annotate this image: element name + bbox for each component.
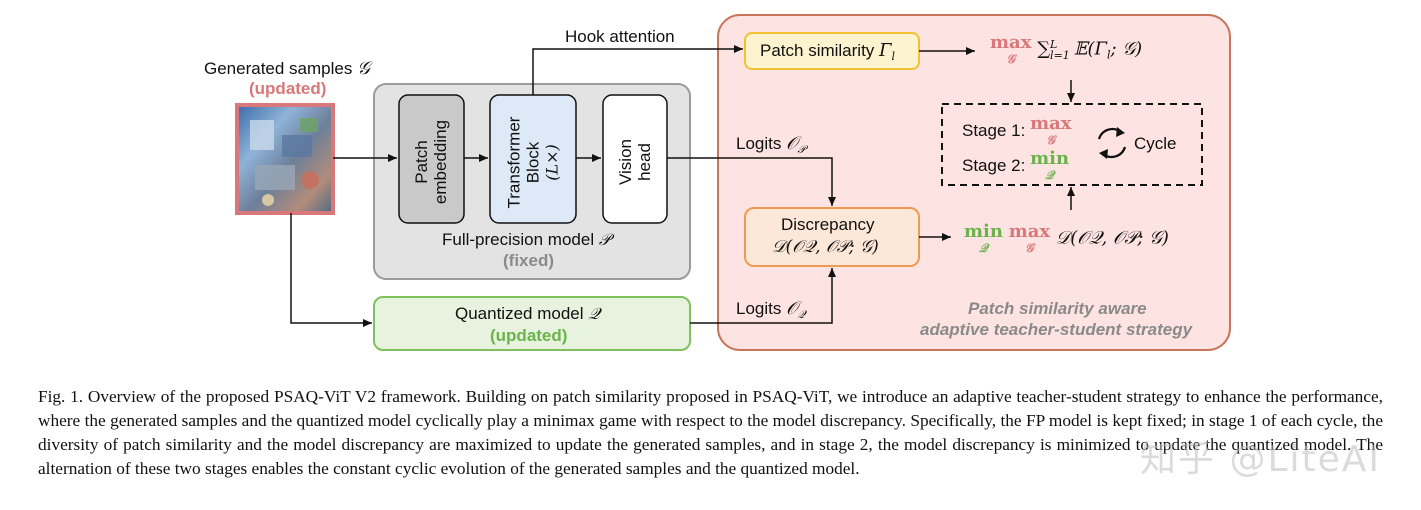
arrow-fp-logits-to-discrepancy	[667, 157, 836, 206]
arrow-q-logits-to-discrepancy	[690, 268, 836, 324]
generated-samples-label: Generated samples 𝒢	[204, 58, 370, 79]
fp-model-label: Full-precision model 𝒫	[442, 230, 611, 249]
vision-head-label: Vision head	[616, 139, 654, 185]
discrepancy-label: Discrepancy	[781, 215, 875, 234]
diagram-canvas	[235, 14, 1231, 351]
stage-box	[941, 103, 1203, 186]
discrepancy-expr: 𝒟(𝒪𝒬, 𝒪𝒫; 𝒢)	[772, 237, 879, 257]
generated-samples-status: (updated)	[249, 79, 327, 98]
patch-embedding-label: Patch embedding	[412, 119, 450, 205]
transformer-block-label: Transformer Block (L×)	[504, 116, 562, 209]
watermark: 知乎 @LiteAI	[1140, 439, 1382, 480]
cycle-label: Cycle	[1134, 134, 1177, 153]
strategy-title-line2: adaptive teacher-student strategy	[920, 320, 1193, 339]
hook-attention-line	[532, 45, 743, 95]
generated-image-thumbnail	[235, 103, 335, 215]
patch-similarity-label: Patch similarity Γl	[760, 40, 896, 63]
fp-model-status: (fixed)	[503, 251, 554, 270]
vision-head-box	[602, 94, 668, 224]
patch-embedding-box	[398, 94, 465, 224]
cycle-icon	[1097, 127, 1127, 159]
quantized-model-status: (updated)	[490, 326, 568, 345]
hook-attention-label: Hook attention	[565, 27, 675, 46]
figure-caption: Fig. 1. Overview of the proposed PSAQ-Vi…	[38, 387, 1383, 478]
logits-fp-label: Logits 𝒪𝒫	[736, 133, 806, 156]
logits-q-label: Logits 𝒪𝒬	[736, 298, 806, 321]
quantized-model-label: Quantized model 𝒬	[455, 304, 600, 323]
strategy-title-line1: Patch similarity aware	[968, 299, 1147, 318]
arrow-image-to-quantized	[290, 213, 372, 327]
